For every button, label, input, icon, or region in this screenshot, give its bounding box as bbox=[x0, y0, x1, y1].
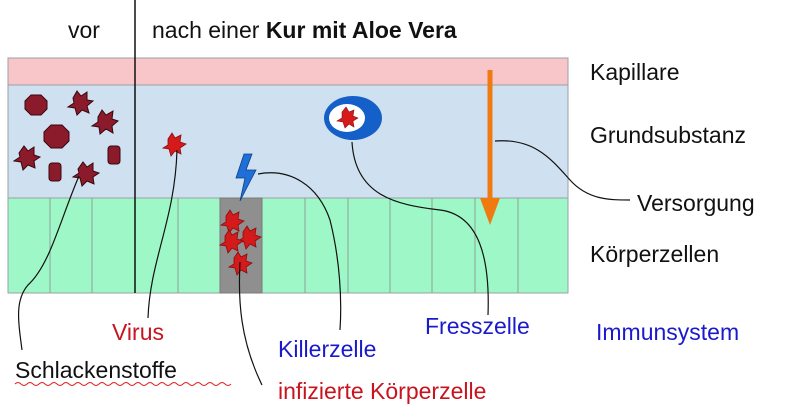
label-ground-substance: Grundsubstanz bbox=[590, 122, 746, 148]
leader-killer bbox=[257, 172, 342, 331]
waste-particle-octagon bbox=[24, 94, 48, 116]
label-virus: Virus bbox=[112, 319, 164, 345]
engulfed-virus bbox=[336, 106, 359, 129]
waste-particle-star bbox=[90, 109, 120, 135]
killer-cell-bolt bbox=[235, 153, 257, 202]
label-killer-cell: Killerzelle bbox=[278, 336, 376, 362]
leader-supply bbox=[494, 140, 631, 201]
waste-particle-star bbox=[12, 145, 42, 171]
label-waste: Schlackenstoffe bbox=[15, 357, 177, 383]
header-after-bold: Kur mit Aloe Vera bbox=[266, 17, 457, 43]
header-after: nach einer Kur mit Aloe Vera bbox=[152, 17, 457, 43]
ground-substance-layer bbox=[7, 84, 569, 199]
virus-particle bbox=[161, 132, 187, 157]
virus-particle bbox=[219, 209, 245, 234]
leader-lines bbox=[17, 140, 631, 386]
supply-arrow-head bbox=[480, 198, 500, 225]
label-immune-system: Immunsystem bbox=[596, 319, 739, 345]
waste-particle-octagon bbox=[43, 124, 70, 149]
header-after-prefix: nach einer bbox=[152, 17, 266, 43]
label-capillary: Kapillare bbox=[590, 59, 680, 85]
virus-particle bbox=[218, 229, 244, 254]
header-before: vor bbox=[68, 17, 100, 43]
waste-particle-star bbox=[66, 90, 95, 116]
spellcheck-underline bbox=[14, 382, 232, 386]
label-infected-cell: infizierte Körperzelle bbox=[278, 378, 486, 404]
supply-arrow bbox=[480, 70, 500, 225]
phagocyte bbox=[324, 96, 382, 140]
waste-particle-rect bbox=[48, 162, 62, 182]
waste-particle-rect bbox=[107, 145, 121, 165]
leader-phagocyte bbox=[351, 141, 489, 316]
waste-particles bbox=[12, 90, 121, 187]
waste-particle-star bbox=[71, 161, 101, 187]
leader-infected bbox=[238, 261, 263, 386]
label-body-cells: Körperzellen bbox=[590, 241, 719, 267]
label-phagocyte: Fresszelle bbox=[425, 313, 530, 339]
leader-waste bbox=[17, 175, 80, 351]
label-supply: Versorgung bbox=[637, 190, 755, 216]
capillary-layer bbox=[7, 57, 569, 86]
leader-virus bbox=[147, 149, 178, 319]
